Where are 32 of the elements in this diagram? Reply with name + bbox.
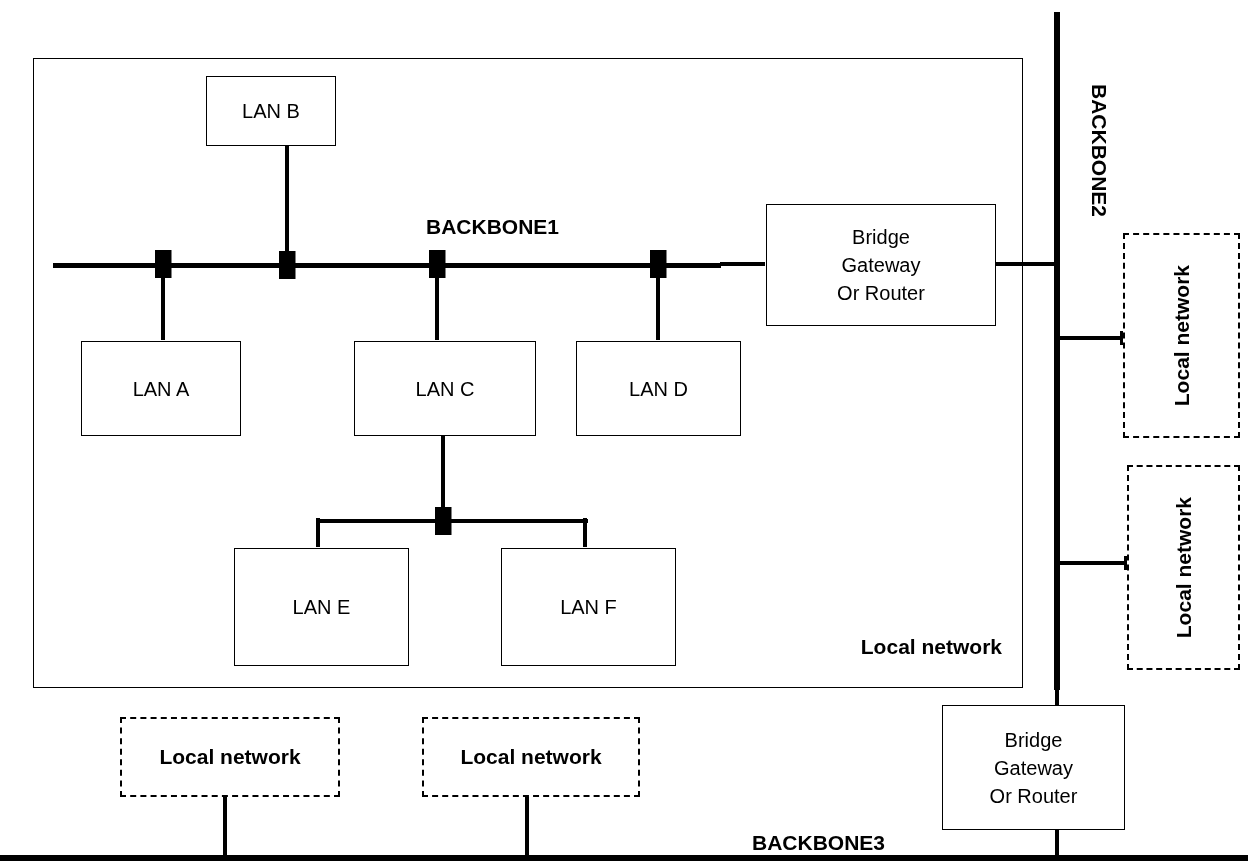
connector-line [434, 435, 452, 535]
connector-line [428, 250, 446, 340]
network-region [33, 58, 1023, 688]
device-box: LAN C [354, 341, 536, 436]
device-box: LAN D [576, 341, 741, 436]
connector-line [1060, 331, 1123, 345]
connector-line [649, 250, 667, 340]
connector-line [278, 145, 296, 279]
dashed-network-box: Local network [422, 717, 640, 797]
device-box: LAN F [501, 548, 676, 666]
dashed-network-box: Local network [120, 717, 340, 797]
device-box: Bridge Gateway Or Router [766, 204, 996, 326]
device-box: LAN B [206, 76, 336, 146]
connector-line [1060, 556, 1127, 570]
connector-line [525, 797, 529, 855]
bus-label: BACKBONE2 [1089, 84, 1110, 217]
dashed-network-box: Local network [1127, 465, 1240, 670]
connector-line [1055, 690, 1059, 705]
bus-label: BACKBONE1 [426, 216, 559, 237]
connector-line [223, 797, 227, 855]
dashed-network-box: Local network [1123, 233, 1240, 438]
bus-label: BACKBONE3 [752, 832, 885, 853]
connector-line [720, 262, 765, 266]
device-box: LAN A [81, 341, 241, 436]
connector-line [995, 262, 1054, 266]
connector-line [1055, 830, 1059, 855]
region-label: Local network [860, 635, 1002, 659]
device-box: Bridge Gateway Or Router [942, 705, 1125, 830]
connector-line [315, 518, 320, 547]
connector-line [154, 250, 172, 340]
device-box: LAN E [234, 548, 409, 666]
connector-line [583, 518, 588, 547]
